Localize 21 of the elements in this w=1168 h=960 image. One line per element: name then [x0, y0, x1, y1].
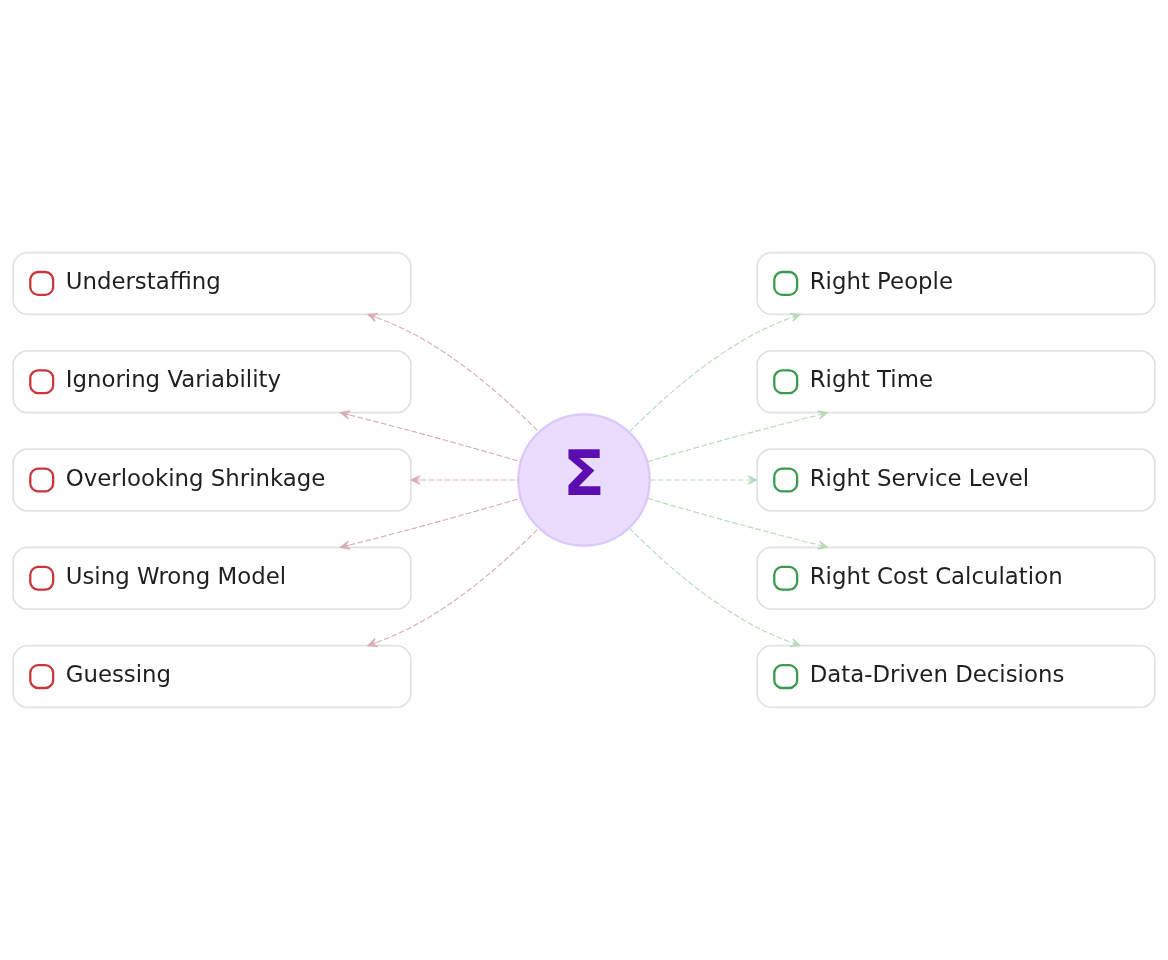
node-box: Understaffing	[12, 251, 412, 316]
node-box: Guessing	[12, 644, 412, 709]
arrow	[410, 475, 519, 485]
arrow	[628, 313, 801, 433]
arrow	[649, 475, 758, 485]
arrow	[339, 497, 522, 550]
arrow	[628, 527, 801, 647]
node-box: Using Wrong Model	[12, 546, 412, 610]
node-box: Data-Driven Decisions	[756, 644, 1156, 709]
arrow	[367, 527, 540, 647]
arrow	[646, 497, 829, 550]
arrow	[646, 410, 829, 463]
node-box: Right Service Level	[756, 448, 1156, 512]
node-box: Overlooking Shrinkage	[12, 448, 412, 512]
node-box: Right People	[756, 251, 1156, 316]
node-box: Right Cost Calculation	[756, 546, 1156, 610]
node-box: Right Time	[756, 350, 1156, 414]
arrow	[367, 313, 540, 433]
arrow	[339, 410, 522, 463]
node-box: Ignoring Variability	[12, 350, 412, 414]
node-circle: Σ	[517, 413, 651, 547]
